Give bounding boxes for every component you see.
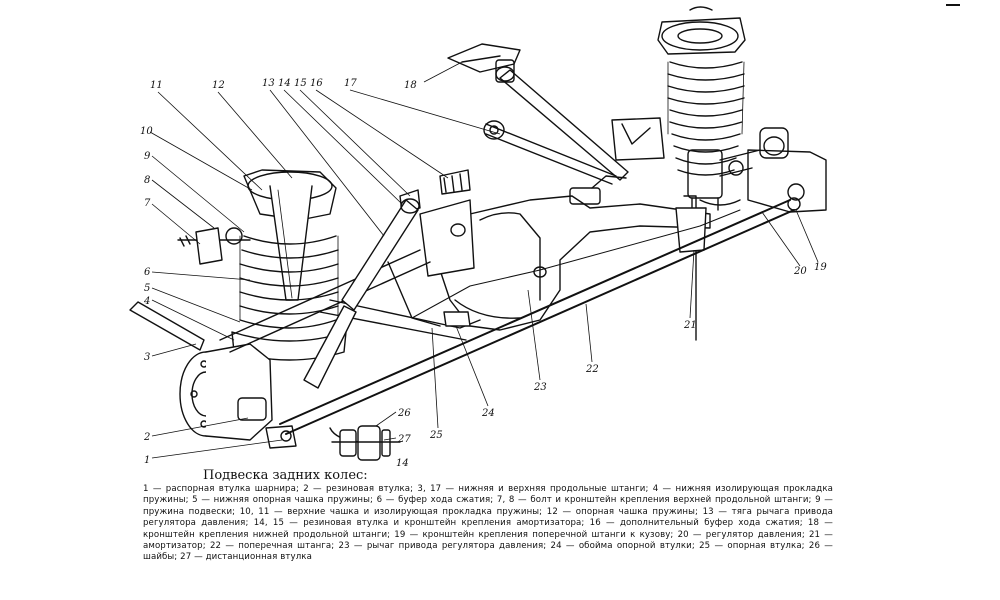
label-17: 17	[344, 78, 357, 89]
shock-21	[675, 195, 707, 341]
label-12: 12	[212, 80, 225, 91]
label-15: 15	[294, 78, 307, 89]
label-9: 9	[144, 151, 151, 162]
label-26: 26	[397, 408, 411, 419]
label-14: 14	[278, 78, 291, 89]
axle-housing	[439, 175, 711, 331]
label-11: 11	[150, 80, 163, 91]
upper-bar-17	[483, 66, 629, 185]
shock-left	[303, 198, 420, 389]
label-19: 19	[814, 262, 827, 273]
label-16: 16	[310, 78, 323, 89]
label-18: 18	[404, 80, 417, 91]
label-7: 7	[144, 198, 151, 209]
label-4: 4	[143, 296, 150, 307]
label-14-inset: 14	[396, 458, 409, 469]
label-22: 22	[585, 364, 599, 375]
label-5: 5	[144, 283, 150, 294]
right-spring-assembly	[657, 6, 746, 211]
label-23: 23	[533, 382, 547, 393]
left-wheel-hub	[129, 301, 273, 441]
figure-caption: Подвеска задних колес: 1 — распорная вту…	[143, 468, 833, 564]
corner-mark	[946, 0, 960, 6]
right-body-bracket	[611, 117, 827, 213]
left-spring-assembly	[231, 169, 347, 361]
label-21: 21	[683, 320, 697, 331]
label-27: 27	[397, 434, 411, 445]
label-3: 3	[144, 352, 150, 363]
label-20: 20	[793, 266, 807, 277]
bolt-7-8	[177, 227, 251, 265]
label-2: 2	[143, 432, 150, 443]
buffer-16	[399, 169, 475, 277]
label-1: 1	[144, 455, 150, 466]
caption-text: 1 — распорная втулка шарнира; 2 — резино…	[143, 484, 833, 563]
label-8: 8	[144, 175, 150, 186]
label-25: 25	[429, 430, 443, 441]
label-24: 24	[481, 408, 495, 419]
label-13: 13	[262, 78, 275, 89]
caption-title: Подвеска задних колес:	[203, 468, 368, 483]
inset-detail	[329, 425, 401, 461]
lower-mount	[237, 397, 297, 449]
bracket-18	[447, 43, 521, 83]
transverse-bar-22	[279, 197, 801, 435]
label-6: 6	[144, 267, 151, 278]
rear-suspension-diagram: 1 2 3 4 5 6 7 8 9 10 11 12 13 14 15 16 1…	[129, 6, 827, 469]
regulator-link	[387, 209, 741, 327]
label-10: 10	[140, 126, 153, 137]
